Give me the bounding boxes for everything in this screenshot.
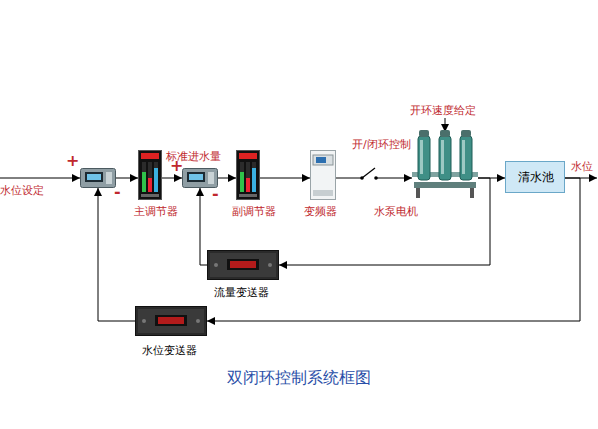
sign-minus: - [212, 186, 219, 202]
speed-setpoint-arrow [445, 118, 446, 132]
switch-contact [374, 176, 378, 180]
connector-arrow [162, 178, 182, 179]
annotation-label: 水位 [571, 160, 593, 173]
connector-arrow [98, 188, 135, 321]
switch-gap [362, 174, 376, 182]
summing-junction: +- [80, 168, 116, 188]
transmitter-device [207, 250, 279, 280]
summing-junction: +- [182, 168, 218, 188]
connector-arrow [116, 178, 138, 179]
controller-device [138, 150, 162, 200]
node-label: 水泵电机 [374, 205, 418, 218]
figure-caption: 双闭环控制系统框图 [0, 368, 598, 389]
switch-blade [362, 168, 375, 178]
controller-box: 主调节器 [138, 150, 162, 200]
connector-arrow [260, 178, 310, 179]
connector-arrow [218, 178, 236, 179]
transmitter-box: 流量变送器 [207, 250, 279, 280]
controller-box: 副调节器 [236, 150, 260, 200]
node-label: 流量变送器 [214, 286, 269, 299]
inverter-device [310, 150, 336, 200]
pump-illustration [412, 128, 478, 200]
transmitter-device [135, 306, 207, 336]
sign-minus: - [114, 184, 121, 200]
node-label: 副调节器 [232, 205, 276, 218]
tank-box: 清水池 [505, 161, 565, 193]
summing-device [80, 168, 116, 188]
inverter-box: 变频器 [310, 150, 336, 200]
sign-plus: + [66, 153, 79, 169]
node-label: 水位变送器 [142, 344, 197, 357]
node-label: 主调节器 [134, 205, 178, 218]
input-arrow [0, 178, 80, 179]
controller-device [236, 150, 260, 200]
summing-device [182, 168, 218, 188]
connector-arrow [200, 188, 207, 265]
annotation-label: 开环速度给定 [410, 104, 476, 117]
pump-box: 水泵电机 [412, 128, 478, 200]
annotation-label: 水位设定 [0, 184, 44, 197]
edge-label: 标准进水量 [166, 150, 221, 163]
node-label: 清水池 [518, 171, 554, 184]
connector-arrow [207, 178, 580, 321]
edge-label: 开/闭环控制 [352, 138, 411, 151]
node-label: 变频器 [304, 205, 337, 218]
transmitter-box: 水位变送器 [135, 306, 207, 336]
